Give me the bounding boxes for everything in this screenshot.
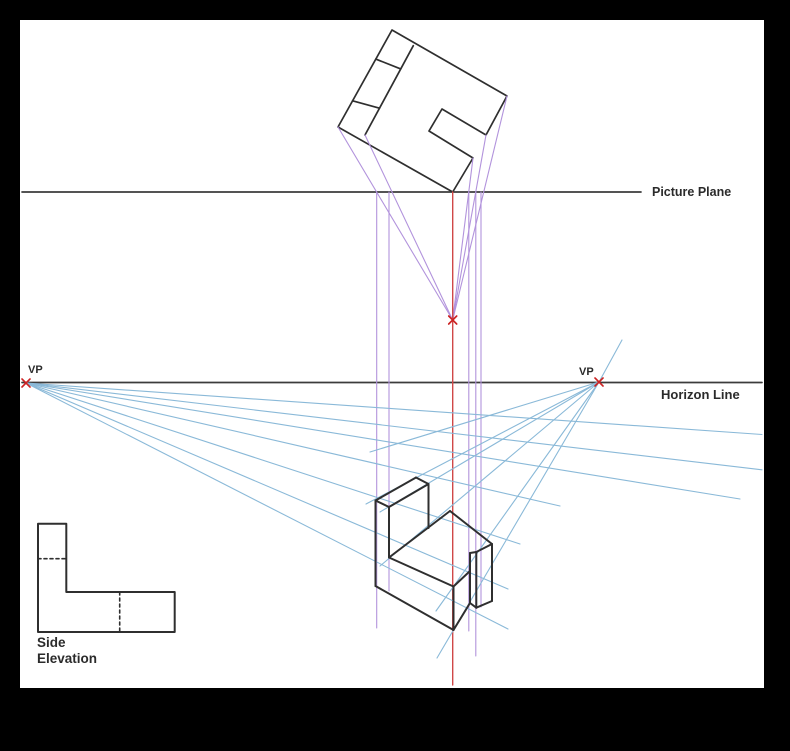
perspective-object (374, 476, 493, 631)
horizon-line-label: Horizon Line (661, 387, 740, 402)
vanishing-point-right-label: VP (579, 366, 594, 378)
picture-plane-label: Picture Plane (652, 185, 732, 199)
side-elevation-outline (37, 522, 176, 633)
drawing-paper (20, 20, 764, 688)
x-marks (21, 315, 604, 388)
vanishing-point-left-label: VP (28, 364, 43, 376)
structure-lines (21, 191, 763, 384)
side-elevation-hidden-edges (37, 557, 121, 633)
plan-view (337, 29, 508, 193)
side-elevation-label: Side Elevation (37, 635, 98, 666)
sight-lines (337, 95, 508, 321)
vpl-rays (25, 382, 763, 630)
projection-verticals (376, 191, 482, 657)
